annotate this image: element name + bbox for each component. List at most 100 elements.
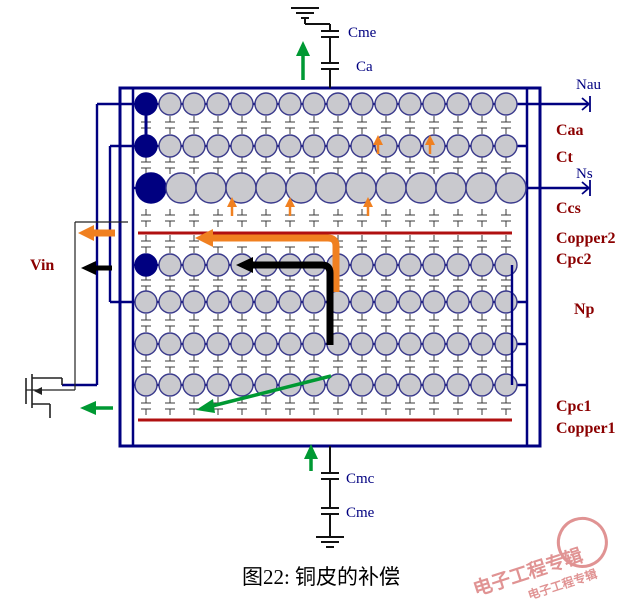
winding-row-nau-2 bbox=[110, 134, 527, 158]
black-arrowhead bbox=[236, 257, 253, 273]
interlayer-capacitor bbox=[261, 209, 271, 227]
interlayer-capacitor bbox=[477, 274, 487, 292]
interlayer-capacitor bbox=[165, 355, 175, 373]
winding-turn bbox=[206, 134, 230, 158]
interlayer-capacitor bbox=[357, 397, 367, 415]
interlayer-capacitor bbox=[165, 116, 175, 134]
interlayer-capacitor bbox=[165, 156, 175, 174]
interlayer-capacitor bbox=[189, 355, 199, 373]
small-orange-arrowhead bbox=[373, 135, 383, 145]
winding-start-turn bbox=[135, 172, 167, 204]
winding-turn bbox=[182, 290, 206, 314]
winding-turn bbox=[350, 253, 374, 277]
label-vin: Vin bbox=[30, 257, 54, 274]
nau-terminal-marker bbox=[581, 97, 590, 105]
interlayer-capacitor bbox=[333, 209, 343, 227]
winding-turn bbox=[278, 134, 302, 158]
interlayer-capacitor bbox=[141, 397, 151, 415]
interlayer-capacitor bbox=[477, 397, 487, 415]
winding-turn bbox=[350, 290, 374, 314]
winding-turn bbox=[398, 290, 422, 314]
winding-turn bbox=[470, 92, 494, 116]
winding-turn bbox=[374, 373, 398, 397]
interlayer-capacitor bbox=[165, 209, 175, 227]
winding-rows bbox=[97, 92, 588, 397]
winding-turn bbox=[225, 172, 257, 204]
interlayer-capacitor bbox=[309, 209, 319, 227]
winding-turn bbox=[446, 92, 470, 116]
interlayer-capacitor bbox=[477, 235, 487, 253]
winding-turn bbox=[182, 134, 206, 158]
interlayer-capacitor bbox=[453, 116, 463, 134]
interlayer-capacitor bbox=[429, 116, 439, 134]
small-orange-arrowhead bbox=[425, 135, 435, 145]
labels: Nau Caa Ct Ns Ccs Copper2 Cpc2 Np Cpc1 C… bbox=[30, 25, 616, 521]
winding-turn bbox=[326, 373, 350, 397]
interlayer-capacitor bbox=[261, 314, 271, 332]
interlayer-capacitor bbox=[405, 209, 415, 227]
interlayer-capacitor bbox=[429, 156, 439, 174]
winding-start-turn bbox=[134, 253, 158, 277]
interlayer-capacitor bbox=[165, 314, 175, 332]
interlayer-capacitor bbox=[381, 314, 391, 332]
interlayer-capacitor bbox=[501, 116, 511, 134]
figure-caption: 图22: 铜皮的补偿 bbox=[242, 565, 400, 589]
interlayer-capacitor bbox=[477, 314, 487, 332]
interlayer-capacitor bbox=[357, 235, 367, 253]
winding-turn bbox=[398, 332, 422, 356]
winding-turn bbox=[494, 332, 518, 356]
interlayer-capacitor bbox=[429, 397, 439, 415]
interlayer-capacitor bbox=[429, 314, 439, 332]
winding-turn bbox=[278, 92, 302, 116]
interlayer-capacitor bbox=[501, 397, 511, 415]
winding-turn bbox=[422, 290, 446, 314]
interlayer-capacitor bbox=[453, 314, 463, 332]
interlayer-capacitor bbox=[237, 355, 247, 373]
winding-turn bbox=[446, 373, 470, 397]
green-bottom-arrowhead bbox=[304, 444, 318, 459]
winding-turn bbox=[278, 290, 302, 314]
winding-turn bbox=[398, 253, 422, 277]
interlayer-capacitor bbox=[261, 397, 271, 415]
winding-turn bbox=[206, 290, 230, 314]
label-cpc2: Cpc2 bbox=[556, 251, 592, 268]
winding-turn bbox=[206, 332, 230, 356]
label-nau: Nau bbox=[576, 77, 601, 93]
green-exit-arrowhead bbox=[80, 401, 96, 415]
winding-turn bbox=[302, 134, 326, 158]
winding-turn bbox=[326, 92, 350, 116]
interlayer-capacitor bbox=[381, 116, 391, 134]
interlayer-capacitor bbox=[429, 355, 439, 373]
interlayer-capacitor bbox=[429, 235, 439, 253]
interlayer-capacitor bbox=[285, 397, 295, 415]
orange-arrowhead bbox=[195, 229, 213, 247]
winding-turn bbox=[446, 332, 470, 356]
winding-turn bbox=[255, 172, 287, 204]
winding-turn bbox=[375, 172, 407, 204]
copper-shields bbox=[138, 231, 512, 422]
winding-turn bbox=[446, 253, 470, 277]
winding-turn bbox=[350, 373, 374, 397]
interlayer-capacitor bbox=[309, 314, 319, 332]
interlayer-capacitor bbox=[381, 209, 391, 227]
small-orange-arrowhead bbox=[363, 197, 373, 207]
winding-turn bbox=[350, 332, 374, 356]
label-np: Np bbox=[574, 301, 595, 318]
interlayer-capacitor bbox=[333, 156, 343, 174]
winding-turn bbox=[494, 373, 518, 397]
small-orange-arrowhead bbox=[285, 197, 295, 207]
winding-turn bbox=[158, 290, 182, 314]
watermark: 电子工程专辑 电子工程专辑 bbox=[470, 516, 608, 602]
winding-turn bbox=[350, 92, 374, 116]
winding-turn bbox=[350, 134, 374, 158]
interlayer-capacitor bbox=[213, 274, 223, 292]
interlayer-capacitor bbox=[381, 156, 391, 174]
winding-turn bbox=[230, 290, 254, 314]
interlayer-capacitor bbox=[285, 116, 295, 134]
green-top-arrowhead bbox=[296, 41, 310, 56]
winding-turn bbox=[494, 253, 518, 277]
winding-turn bbox=[230, 134, 254, 158]
interlayer-capacitor bbox=[333, 397, 343, 415]
sense-loop bbox=[26, 221, 128, 391]
winding-turn bbox=[494, 290, 518, 314]
